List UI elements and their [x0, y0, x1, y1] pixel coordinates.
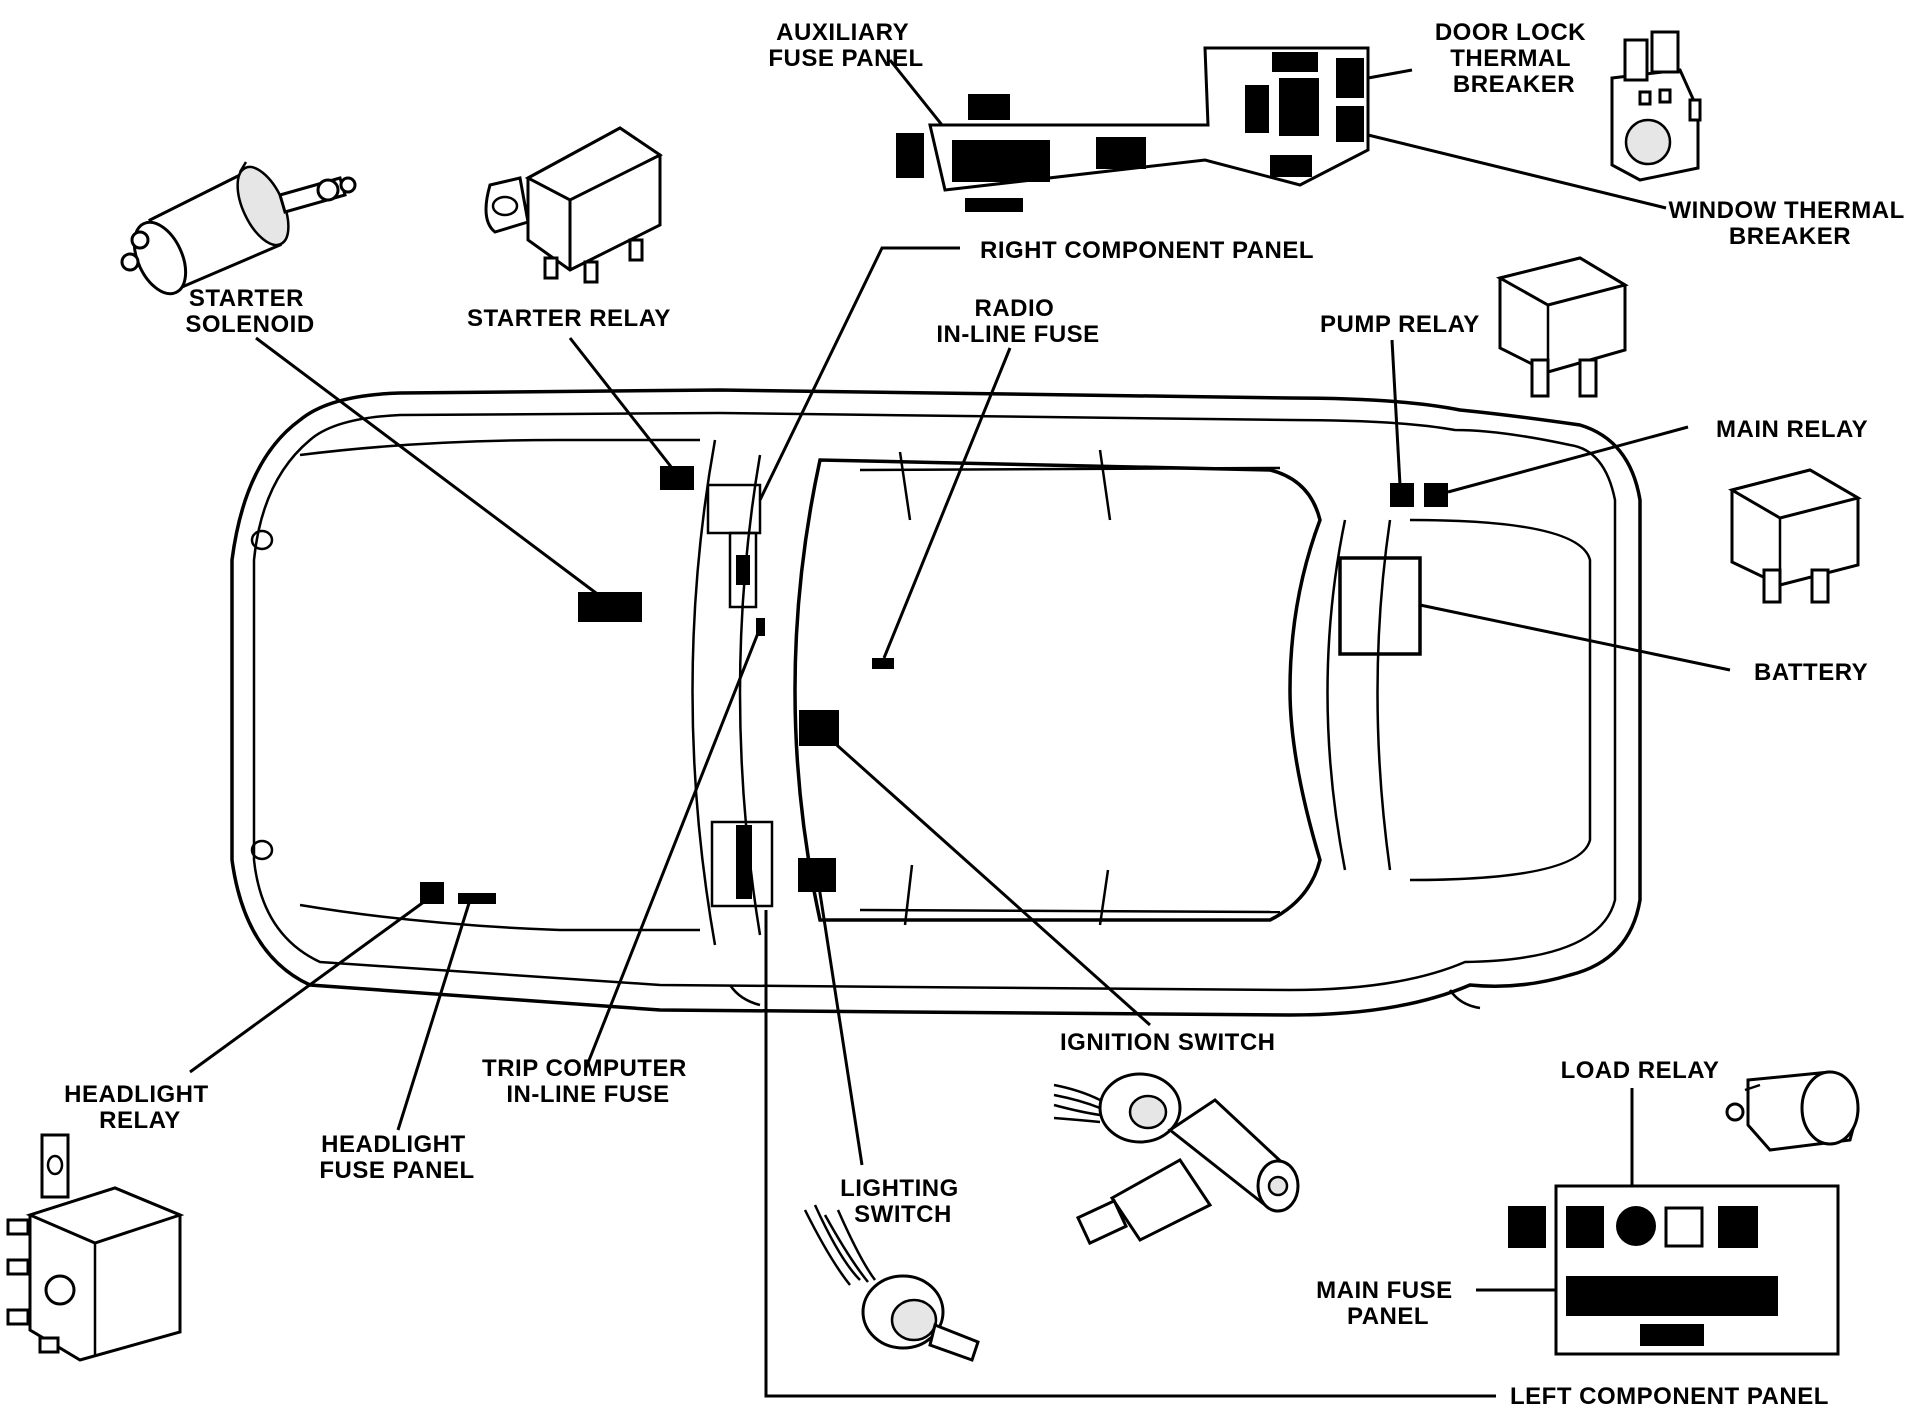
- starter-solenoid-label: STARTER SOLENOID: [185, 285, 314, 338]
- pump-relay-illustration: [1495, 256, 1629, 398]
- car-body: [230, 388, 1642, 1017]
- starter-relay-marker: [660, 466, 694, 490]
- starter-relay-illustration: [484, 126, 663, 284]
- radio-inline-fuse-label: RADIO IN-LINE FUSE: [936, 295, 1099, 348]
- left-component-panel-fuse: [736, 825, 752, 899]
- leader-lines: [189, 59, 1731, 1398]
- headlight-fuse-panel-label: HEADLIGHT FUSE PANEL: [319, 1131, 474, 1184]
- headlight-fuse-panel-marker: [458, 893, 496, 904]
- thermal-breaker-illustration: [1610, 30, 1702, 182]
- right-component-panel-fuse: [736, 555, 750, 585]
- main-fuse-panel-drawing: [1508, 1184, 1840, 1356]
- labels: AUXILIARY FUSE PANEL DOOR LOCK THERMAL B…: [64, 19, 1910, 1408]
- auxiliary-fuse-panel-label: AUXILIARY FUSE PANEL: [768, 19, 923, 72]
- starter-relay-label: STARTER RELAY: [467, 305, 671, 332]
- left-component-panel-marker: [710, 820, 774, 908]
- right-component-panel-box: [728, 531, 758, 609]
- main-relay-marker: [1424, 483, 1448, 507]
- lighting-switch-illustration: [803, 1204, 980, 1362]
- main-relay-illustration: [1728, 468, 1862, 604]
- load-relay-illustration: [1725, 1070, 1860, 1152]
- component-markers: [420, 466, 1448, 908]
- window-thermal-breaker-label: WINDOW THERMAL BREAKER: [1668, 197, 1910, 250]
- pump-relay-marker: [1390, 483, 1414, 507]
- auxiliary-fuse-panel-drawing: [896, 46, 1370, 212]
- right-component-panel-label: RIGHT COMPONENT PANEL: [980, 237, 1314, 264]
- starter-solenoid-marker: [578, 592, 642, 622]
- pump-relay-label: PUMP RELAY: [1320, 311, 1480, 338]
- door-lock-thermal-breaker-label: DOOR LOCK THERMAL BREAKER: [1435, 19, 1593, 98]
- battery-label: BATTERY: [1754, 659, 1868, 686]
- main-relay-label: MAIN RELAY: [1716, 416, 1868, 443]
- headlight-relay-marker: [420, 882, 444, 904]
- lighting-switch-label: LIGHTING SWITCH: [840, 1175, 966, 1228]
- left-component-panel-label: LEFT COMPONENT PANEL: [1510, 1383, 1829, 1408]
- lighting-switch-marker: [798, 858, 836, 892]
- radio-fuse-marker: [872, 658, 894, 669]
- trip-computer-fuse-marker: [756, 618, 765, 636]
- headlight-relay-illustration: [6, 1133, 185, 1362]
- trip-computer-inline-fuse-label: TRIP COMPUTER IN-LINE FUSE: [482, 1055, 694, 1108]
- ignition-switch-label: IGNITION SWITCH: [1060, 1029, 1275, 1056]
- starter-solenoid-illustration: [120, 161, 357, 296]
- headlight-relay-label: HEADLIGHT RELAY: [64, 1081, 216, 1134]
- ignition-switch-illustration: [1053, 1072, 1300, 1246]
- main-fuse-panel-label: MAIN FUSE PANEL: [1316, 1277, 1460, 1330]
- load-relay-label: LOAD RELAY: [1561, 1057, 1720, 1084]
